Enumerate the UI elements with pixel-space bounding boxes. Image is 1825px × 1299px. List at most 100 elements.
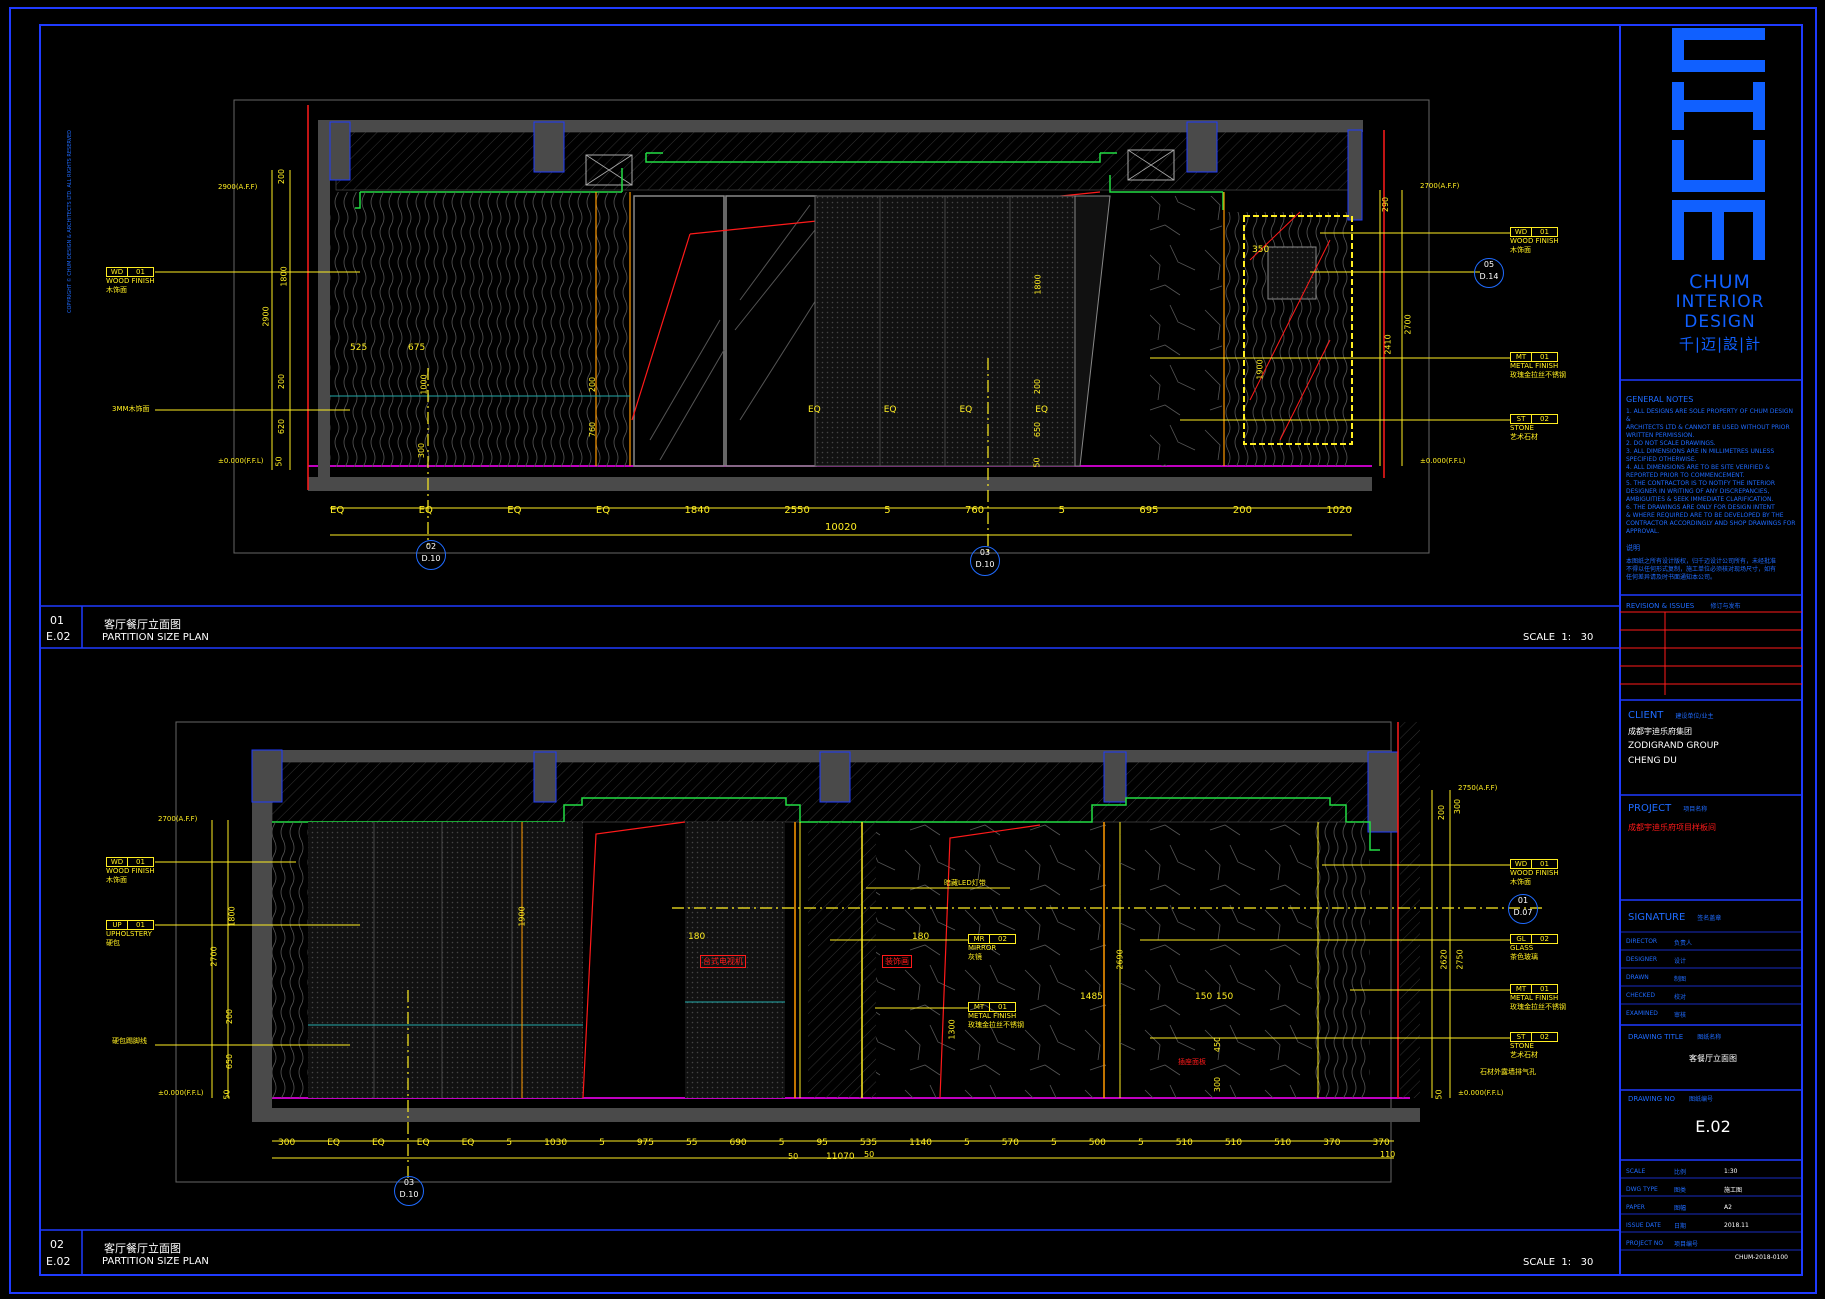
sign-en: DESIGNER bbox=[1626, 956, 1658, 963]
sign-cn: 审核 bbox=[1674, 1012, 1687, 1019]
drawing-title: 客餐厅立面图 bbox=[1689, 1054, 1737, 1063]
callout-code: UP bbox=[107, 921, 128, 929]
signature-label: SIGNATURE bbox=[1628, 912, 1686, 923]
vdim: 2700 bbox=[209, 946, 219, 967]
view1-inner-dim: 1900 bbox=[1255, 359, 1265, 380]
view2-title-cn: 客厅餐厅立面图 bbox=[104, 1242, 181, 1255]
vdim: 2700 bbox=[1403, 314, 1413, 335]
view2-upholstery-panel bbox=[308, 822, 583, 1098]
callout-num: 01 bbox=[136, 921, 145, 929]
view1-callout-mt-r: MT 01 METAL FINISH 玫瑰金拉丝不锈钢 bbox=[1510, 352, 1566, 380]
drawing-title-cn: 图纸名称 bbox=[1697, 1034, 1722, 1041]
view2-vdim-left: 1800 2700 200 650 50 bbox=[209, 822, 242, 1102]
view1-art-redlines bbox=[1249, 211, 1331, 441]
callout-code: WD bbox=[107, 858, 128, 866]
view1-mesh-divs bbox=[879, 196, 1011, 466]
client-name-en2: CHENG DU bbox=[1628, 756, 1677, 766]
vdim: 1800 bbox=[279, 266, 289, 287]
meta-cn: 比例 bbox=[1674, 1168, 1687, 1176]
view1-beam-3 bbox=[1186, 121, 1218, 173]
note-line: 2. DO NOT SCALE DRAWINGS. bbox=[1626, 440, 1716, 447]
callout-num: 01 bbox=[1540, 353, 1549, 361]
view2-callout-mt-r: MT 01 METAL FINISH 玫瑰金拉丝不锈钢 bbox=[1510, 984, 1566, 1012]
callout-num: 01 bbox=[1540, 228, 1549, 236]
view1-inner-dim: 300 bbox=[417, 442, 427, 459]
view1-callout-wd: WD 01 WOOD FINISH 木饰面 bbox=[106, 267, 155, 295]
view2-floor-slab bbox=[252, 1108, 1420, 1122]
project-label: PROJECT bbox=[1628, 803, 1672, 814]
view1-glass-door-1 bbox=[633, 195, 725, 467]
view2-callout-gl-r: GL 02 GLASS 茶色玻璃 bbox=[1510, 934, 1558, 962]
project-name: 成都宇迪乐府项目样板间 bbox=[1628, 823, 1716, 832]
callout-en: STONE bbox=[1510, 424, 1534, 432]
meta-en: SCALE bbox=[1626, 1167, 1646, 1175]
view2-frame bbox=[175, 721, 1392, 1183]
view1-inner-dim: 650 bbox=[1033, 421, 1043, 438]
view2-total-dim: 11070 bbox=[826, 1152, 855, 1162]
client-name-en1: ZODIGRAND GROUP bbox=[1628, 741, 1719, 751]
drawing-no-label: DRAWING NO bbox=[1628, 1095, 1675, 1103]
view1-ac-unit-2 bbox=[1127, 149, 1175, 181]
dim: 1840 bbox=[684, 505, 710, 516]
view2-callout-up: UP 01 UPHOLSTERY 硬包 bbox=[106, 920, 154, 948]
view2-inner-dim: 300 bbox=[1213, 1076, 1223, 1093]
callout-num: 02 bbox=[998, 935, 1007, 943]
note-line: 6. THE DRAWINGS ARE ONLY FOR DESIGN INTE… bbox=[1626, 504, 1775, 511]
view1-section-mark-02: 02 D.10 bbox=[416, 540, 446, 570]
sign-en: DRAWN bbox=[1626, 974, 1649, 981]
vdim: 300 bbox=[1453, 798, 1463, 815]
view2-level-bottom-r: ±0.000(F.F.L) bbox=[1458, 1089, 1504, 1097]
callout-code: MT bbox=[1511, 353, 1532, 361]
view2-inner-dim: 1900 bbox=[517, 906, 527, 927]
view1-level-bottom: ±0.000(F.F.L) bbox=[218, 457, 264, 465]
view1-stone-panel bbox=[1150, 196, 1222, 466]
view1-inner-dim: 350 bbox=[1252, 245, 1270, 255]
callout-code: ST bbox=[1511, 1033, 1532, 1041]
eq: EQ bbox=[808, 405, 821, 415]
callout-en: UPHOLSTERY bbox=[106, 930, 152, 938]
sign-cn: 校对 bbox=[1674, 994, 1687, 1001]
dim: 370 bbox=[1372, 1138, 1390, 1148]
dim: 510 bbox=[1224, 1138, 1243, 1148]
dim: 1020 bbox=[1326, 505, 1352, 516]
view2-beam-2 bbox=[533, 751, 557, 803]
project-cn: 项目名称 bbox=[1683, 806, 1708, 813]
view1-vdim-left: 200 1800 2900 200 620 50 bbox=[262, 169, 289, 472]
note-cn-line: 不得以任何形式复制，施工单位必须核对现场尺寸，如有 bbox=[1626, 566, 1777, 573]
view2-ceiling-green-line bbox=[272, 797, 1380, 851]
dim: 500 bbox=[1088, 1138, 1106, 1148]
view2-callout-wd-r: WD 01 WOOD FINISH 木饰面 bbox=[1510, 859, 1559, 887]
view1-inner-dim: 1000 bbox=[419, 374, 429, 395]
view2-right-hatch bbox=[1400, 722, 1420, 1098]
dim: 5 bbox=[778, 1138, 785, 1148]
section-ref: D.07 bbox=[1513, 908, 1533, 917]
view1-level-top: 2900(A.F.F) bbox=[218, 183, 258, 191]
dim: EQ bbox=[507, 505, 522, 516]
chum-logo-icon bbox=[1672, 28, 1765, 260]
view2-marble-right bbox=[1120, 822, 1312, 1098]
note-line: WRITTEN PERMISSION. bbox=[1626, 432, 1695, 439]
callout-cn: 灰镜 bbox=[968, 953, 982, 961]
view1-floor-slab bbox=[308, 477, 1372, 491]
view2-mirror-panel bbox=[808, 822, 876, 1098]
view2-inner-dim: 150 bbox=[1195, 992, 1213, 1002]
dim: 5 bbox=[506, 1138, 513, 1148]
sign-en: DIRECTOR bbox=[1626, 938, 1658, 945]
note-cn-line: 本图纸之所有设计版权，归千迈设计公司所有，未经批准 bbox=[1626, 558, 1777, 565]
callout-cn: 木饰面 bbox=[1510, 246, 1531, 254]
view2-level-bottom: ±0.000(F.F.L) bbox=[158, 1089, 204, 1097]
callout-en: GLASS bbox=[1510, 944, 1534, 952]
view1-ac-unit-1-cross bbox=[585, 154, 633, 186]
logo-line-3: DESIGN bbox=[1684, 312, 1756, 332]
view2-callout-wd: WD 01 WOOD FINISH 木饰面 bbox=[106, 857, 155, 885]
callout-cn: 硬包 bbox=[106, 939, 120, 947]
view2-sub-dim: 50 bbox=[864, 1150, 875, 1159]
logo-line-1: CHUM bbox=[1689, 271, 1751, 293]
view1-note-left: 3MM木饰面 bbox=[112, 405, 150, 413]
view2-level-top-r: 2750(A.F.F) bbox=[1458, 784, 1498, 792]
view1-mesh-curtain bbox=[1074, 195, 1111, 467]
